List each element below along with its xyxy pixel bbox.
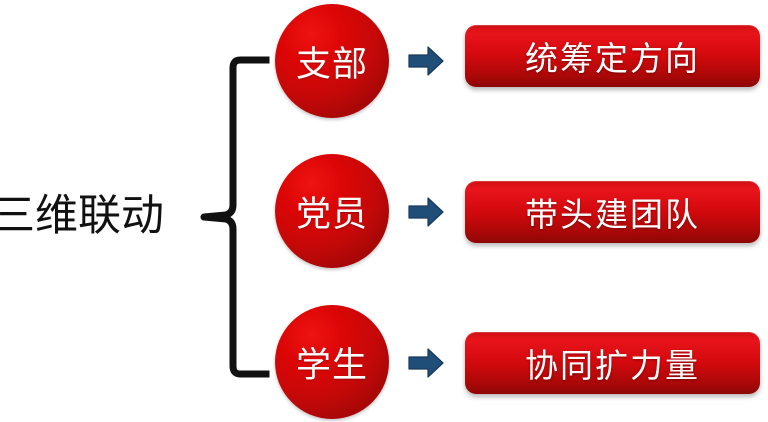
outcome-box-strength[interactable]: 协同扩力量 [465,332,760,394]
outcome-box-direction-label: 统筹定方向 [525,42,700,78]
brace-shape [200,56,270,378]
node-circle-branch[interactable]: 支部 [275,4,389,118]
arrow-right-icon-row3 [408,347,444,379]
arrow-right-icon-row2 [408,196,444,228]
outcome-box-team-label: 带头建团队 [525,198,700,234]
node-circle-student-label: 学生 [295,345,368,385]
outcome-box-team[interactable]: 带头建团队 [465,181,760,243]
outcome-box-strength-label: 协同扩力量 [525,349,700,385]
left-curly-brace [200,55,272,380]
diagram-title-label: 三维联动 [0,193,164,240]
node-circle-member-label: 党员 [295,194,368,234]
node-circle-student[interactable]: 学生 [275,305,389,419]
outcome-box-direction[interactable]: 统筹定方向 [465,25,760,87]
arrow-right-icon-row1 [408,45,444,77]
node-circle-branch-label: 支部 [295,44,368,84]
node-circle-member[interactable]: 党员 [275,154,389,268]
